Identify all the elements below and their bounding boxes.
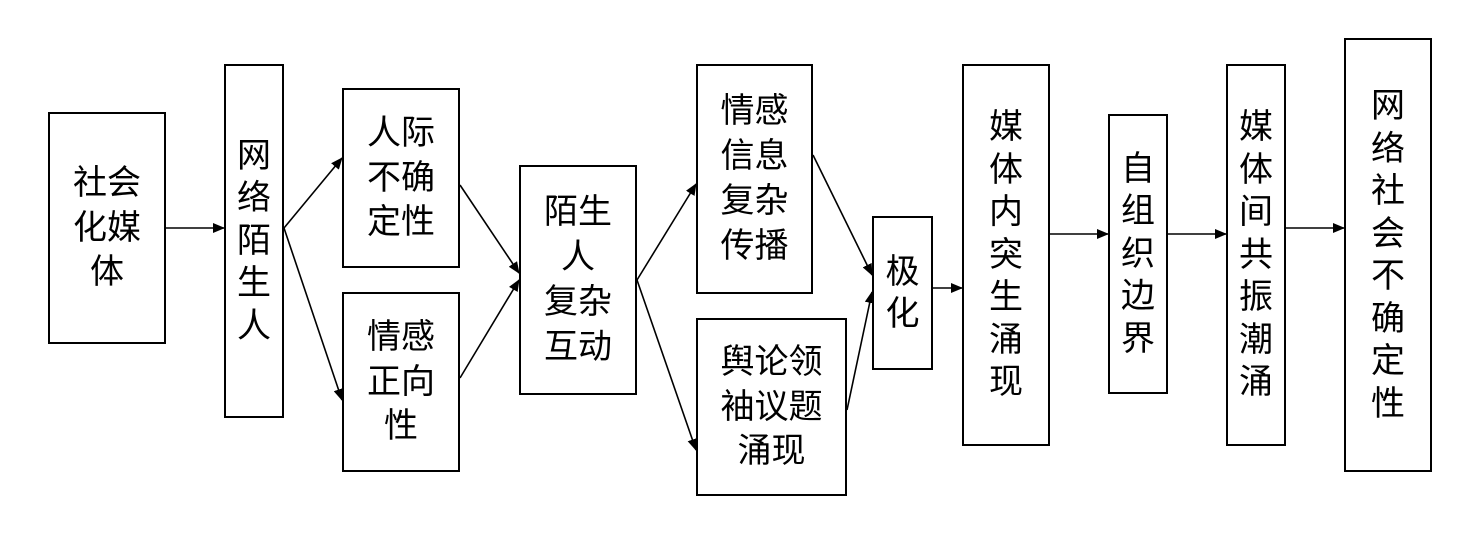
node-polarization: 极 化 <box>872 216 933 370</box>
node-intra-media-emergence-label: 媒 体 内 突 生 涌 现 <box>989 107 1023 403</box>
node-opinion-leader-topics-label: 舆论领 袖议题 涌现 <box>720 341 823 472</box>
node-online-strangers-label: 网 络 陌 生 人 <box>237 135 271 346</box>
node-intra-media-emergence: 媒 体 内 突 生 涌 现 <box>962 64 1050 446</box>
node-emotional-positivity-label: 情感 正向 性 <box>367 316 435 447</box>
node-inter-media-resonance: 媒 体 间 共 振 潮 涌 <box>1226 64 1286 446</box>
node-emotional-info-spread: 情感 信息 复杂 传播 <box>696 64 813 294</box>
arrow-5-6 <box>636 183 697 281</box>
node-online-strangers: 网 络 陌 生 人 <box>224 64 284 418</box>
node-polarization-label: 极 化 <box>885 251 920 335</box>
arrow-2-3 <box>283 157 343 229</box>
node-emotional-info-spread-label: 情感 信息 复杂 传播 <box>720 91 789 266</box>
arrow-2-4 <box>283 227 344 401</box>
arrow-5-7 <box>636 279 698 451</box>
node-self-organized-boundary: 自 组 织 边 界 <box>1108 114 1168 394</box>
node-social-media-label: 社会 化媒 体 <box>73 162 141 293</box>
node-online-social-uncertainty-label: 网 络 社 会 不 确 定 性 <box>1371 86 1405 424</box>
node-opinion-leader-topics: 舆论领 袖议题 涌现 <box>696 318 847 496</box>
arrow-3-5 <box>459 184 520 274</box>
arrow-6-8 <box>812 154 873 276</box>
node-online-social-uncertainty: 网 络 社 会 不 确 定 性 <box>1344 38 1432 472</box>
node-emotional-positivity: 情感 正向 性 <box>342 292 460 472</box>
node-stranger-complex-interaction-label: 陌生 人 复杂 互动 <box>544 192 612 367</box>
arrow-4-5 <box>459 279 520 379</box>
node-stranger-complex-interaction: 陌生 人 复杂 互动 <box>519 165 637 395</box>
node-social-media: 社会 化媒 体 <box>48 112 166 344</box>
node-interpersonal-uncertainty-label: 人际 不确 定性 <box>367 112 435 243</box>
arrow-7-8 <box>846 291 875 411</box>
node-interpersonal-uncertainty: 人际 不确 定性 <box>342 88 460 268</box>
node-inter-media-resonance-label: 媒 体 间 共 振 潮 涌 <box>1239 107 1273 403</box>
node-self-organized-boundary-label: 自 组 织 边 界 <box>1121 148 1155 359</box>
